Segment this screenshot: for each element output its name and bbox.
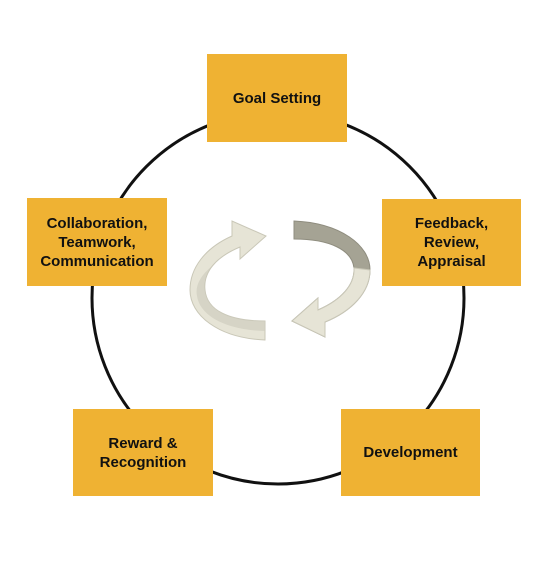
cycle-arrow-left <box>189 220 267 341</box>
stage-reward-label: Reward & Recognition <box>99 434 187 471</box>
stage-collaboration-label: Collaboration, Teamwork, Communication <box>40 214 154 270</box>
stage-feedback-review-appraisal: Feedback, Review, Appraisal <box>382 199 521 286</box>
stage-collaboration-teamwork-communication: Collaboration, Teamwork, Communication <box>27 198 167 286</box>
stage-development: Development <box>341 409 480 496</box>
stage-development-label: Development <box>363 444 458 461</box>
stage-reward-recognition: Reward & Recognition <box>73 409 213 496</box>
stage-goal-setting-label: Goal Setting <box>232 89 322 107</box>
stage-feedback-label: Feedback, Review, Appraisal <box>414 215 489 270</box>
cycle-arrow-right <box>291 220 371 338</box>
stage-goal-setting: Goal Setting <box>207 54 347 142</box>
